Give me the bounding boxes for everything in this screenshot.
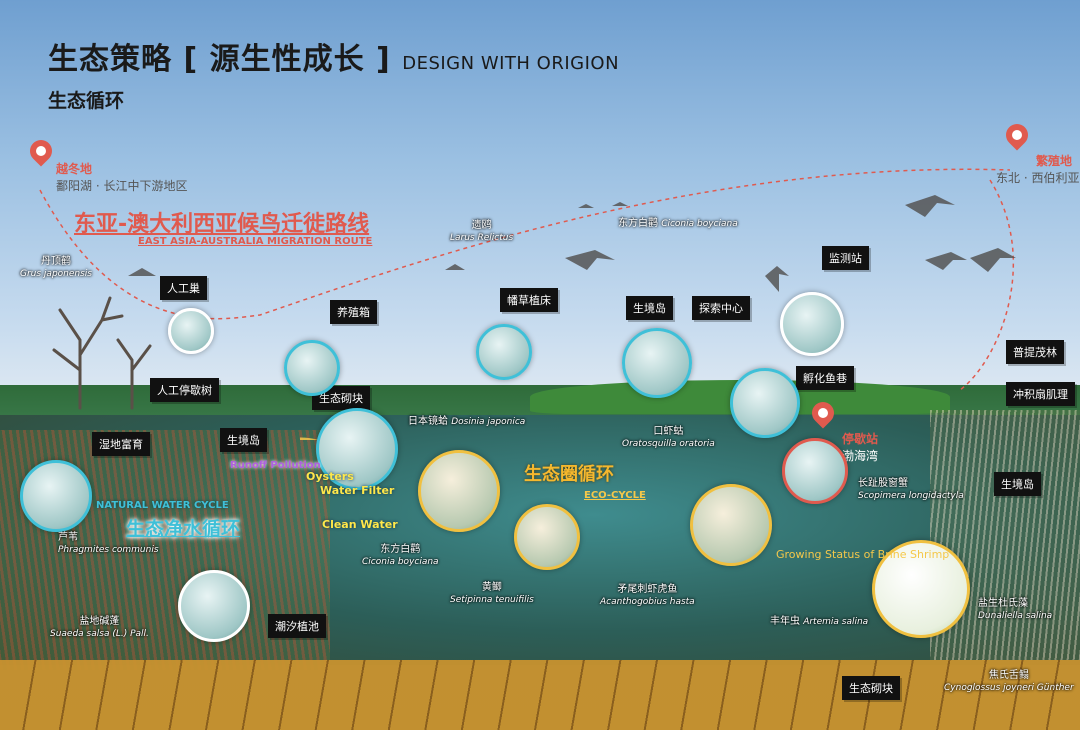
species-setipinna: 黄鲫 Setipinna tenuifilis	[450, 582, 534, 606]
species-ciconia-water: 东方白鹳 Ciconia boyciana	[362, 544, 439, 568]
species-oratosquilla: 口虾蛄 Oratosquilla oratoria	[622, 426, 715, 450]
species-acanthogobius: 矛尾刺虾虎鱼 Acanthogobius hasta	[600, 584, 695, 608]
species-latin: Acanthogobius hasta	[600, 597, 695, 607]
phragmites-circle	[20, 460, 92, 532]
tag-wetland: 湿地富育	[92, 432, 150, 456]
stopover-sub: 渤海湾	[842, 449, 878, 463]
water-cycle-cn: 生态净水循环	[126, 514, 240, 541]
eco-cycle-en: ECO-CYCLE	[584, 490, 646, 501]
species-cn: 盐地碱蓬	[79, 616, 119, 627]
species-latin: Larus Relictus	[450, 233, 513, 243]
eco-cycle-cn: 生态圈循环	[524, 460, 614, 486]
tag-explore: 探索中心	[692, 296, 750, 320]
oysters-label: Oysters	[306, 470, 354, 483]
tag-bio-island-1: 生境岛	[220, 428, 267, 452]
clean-water-label: Clean Water	[322, 518, 398, 531]
bio-island-circle	[622, 328, 692, 398]
species-latin: Ciconia boyciana	[362, 557, 439, 567]
species-latin: Oratosquilla oratoria	[622, 439, 715, 449]
tag-monitor: 监测站	[822, 246, 869, 270]
stopover-title: 停歇站	[842, 432, 878, 446]
species-cn: 东方白鹳	[618, 218, 658, 229]
species-latin: Scopimera longidactyla	[858, 491, 964, 501]
tag-mat: 幡草植床	[500, 288, 558, 312]
water-filter-label: Water Filter	[320, 484, 394, 497]
species-latin: Dunaliella salina	[978, 611, 1052, 621]
runoff-label: Runoff Pollution	[230, 460, 292, 472]
species-ciconia-sky: 东方白鹳 Ciconia boyciana	[618, 218, 738, 230]
tag-nest: 人工巢	[160, 276, 207, 300]
species-cn: 长趾股窗蟹	[858, 478, 908, 489]
species-cn: 黄鲫	[482, 582, 502, 593]
tag-beach: 普提茂林	[1006, 340, 1064, 364]
species-latin: Suaeda salsa (L.) Pall.	[50, 629, 149, 639]
species-larus: 遗鸥 Larus Relictus	[450, 220, 513, 244]
monitor-circle	[780, 292, 844, 356]
breeding-box-circle	[284, 340, 340, 396]
species-latin: Dosinia japonica	[451, 417, 525, 427]
species-artemia: 丰年虫 Artemia salina	[770, 616, 868, 628]
species-cn: 盐生杜氏藻	[978, 598, 1028, 609]
tag-perch: 人工停歇树	[150, 378, 219, 402]
species-cn: 芦苇	[58, 532, 78, 543]
species-latin: Cynoglossus joyneri Günther	[944, 683, 1074, 693]
tag-fan: 冲积扇肌理	[1006, 382, 1075, 406]
brine-shrimp-circle	[690, 484, 772, 566]
tag-bio-island-3: 生境岛	[994, 472, 1041, 496]
species-cn: 遗鸥	[472, 220, 492, 231]
species-cn: 丰年虫	[770, 616, 800, 627]
species-latin: Artemia salina	[803, 617, 868, 627]
crab-circle	[782, 438, 848, 504]
suaeda-circle	[178, 570, 250, 642]
species-cn: 焦氏舌鳎	[989, 670, 1029, 681]
growing-status-label: Growing Status of Brine Shrimp	[776, 548, 862, 562]
species-suaeda: 盐地碱蓬 Suaeda salsa (L.) Pall.	[50, 616, 149, 640]
tag-hatch: 孵化鱼巷	[796, 366, 854, 390]
species-cn: 口虾蛄	[653, 426, 683, 437]
species-scopimera: 长趾股窗蟹 Scopimera longidactyla	[858, 478, 964, 502]
species-dunaliella: 盐生杜氏藻 Dunaliella salina	[978, 598, 1052, 622]
species-cn: 日本镜蛤	[408, 416, 448, 427]
tag-bio-island-2: 生境岛	[626, 296, 673, 320]
species-latin: Ciconia boyciana	[661, 219, 738, 229]
mat-circle	[476, 324, 532, 380]
species-latin: Grus japonensis	[20, 269, 92, 279]
species-cn: 东方白鹳	[380, 544, 420, 555]
stork-circle	[418, 450, 500, 532]
species-grus: 丹顶鹤 Grus japonensis	[20, 256, 92, 280]
flying-birds	[0, 0, 1080, 300]
tag-breeding-box: 养殖箱	[330, 300, 377, 324]
wooden-boardwalk	[0, 660, 1080, 730]
species-cn: 丹顶鹤	[41, 256, 71, 267]
tag-eco-block-2: 生态砌块	[842, 676, 900, 700]
water-cycle-en: NATURAL WATER CYCLE	[96, 500, 229, 511]
tag-tidal: 潮汐植池	[268, 614, 326, 638]
stopover-label: 停歇站 渤海湾	[842, 430, 878, 464]
fish-circle	[514, 504, 580, 570]
species-cynoglossus: 焦氏舌鳎 Cynoglossus joyneri Günther	[944, 670, 1074, 694]
species-latin: Setipinna tenuifilis	[450, 595, 534, 605]
species-dosinia: 日本镜蛤 Dosinia japonica	[408, 416, 525, 428]
species-cn: 矛尾刺虾虎鱼	[617, 584, 677, 595]
species-latin: Phragmites communis	[58, 545, 159, 555]
nest-detail-circle	[168, 308, 214, 354]
hatch-circle	[730, 368, 800, 438]
